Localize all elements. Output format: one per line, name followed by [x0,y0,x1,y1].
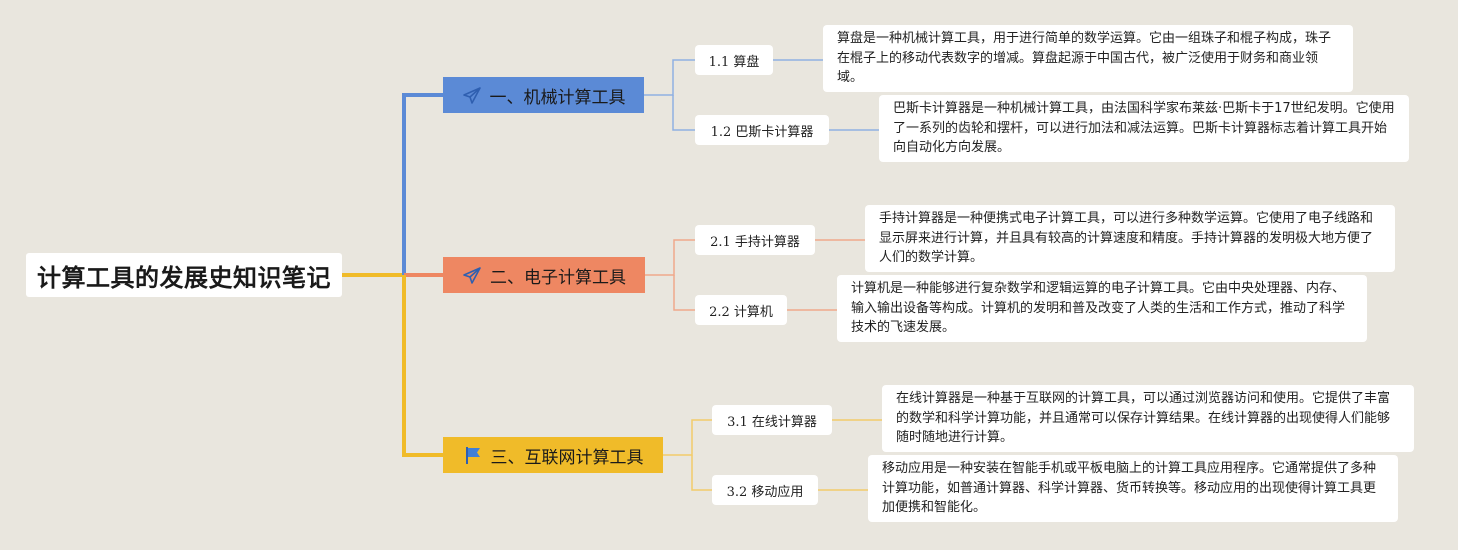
topic-handheld-calculator[interactable]: 2.1 手持计算器 [695,225,815,255]
desc-pascal-calculator[interactable]: 巴斯卡计算器是一种机械计算工具，由法国科学家布莱兹·巴斯卡于17世纪发明。它使用… [879,95,1409,162]
branch-internet-tools[interactable]: 三、互联网计算工具 [443,437,663,473]
paper-plane-icon [462,85,482,105]
root-topic[interactable]: 计算工具的发展史知识笔记 [26,253,342,297]
desc-mobile-app[interactable]: 移动应用是一种安装在智能手机或平板电脑上的计算工具应用程序。它通常提供了多种计算… [868,455,1398,522]
connector-b3-t1 [663,419,712,456]
topic-mobile-app[interactable]: 3.2 移动应用 [712,475,818,505]
connector-root-branch-1 [402,93,443,275]
branch3-connectors [663,419,882,491]
branch-label: 一、机械计算工具 [489,87,626,108]
branch1-connectors [644,59,879,131]
connector-root-branch-3 [402,275,443,457]
connector-b2-t2 [673,275,695,311]
topic-pascal-calculator[interactable]: 1.2 巴斯卡计算器 [695,115,829,145]
flag-icon [463,445,483,465]
branch-label: 三、互联网计算工具 [490,447,644,468]
connector-b1-t2 [672,95,695,131]
desc-online-calculator[interactable]: 在线计算器是一种基于互联网的计算工具，可以通过浏览器访问和使用。它提供了丰富的数… [882,385,1414,452]
topic-abacus[interactable]: 1.1 算盘 [695,45,773,75]
branch-label: 二、电子计算工具 [490,267,626,288]
branch-mechanical-tools[interactable]: 一、机械计算工具 [443,77,644,113]
branch2-connectors [645,239,865,311]
desc-handheld-calculator[interactable]: 手持计算器是一种便携式电子计算工具，可以进行多种数学运算。它使用了电子线路和显示… [865,205,1395,272]
connector-b3-t2 [691,455,712,491]
topic-computer[interactable]: 2.2 计算机 [695,295,787,325]
connector-b2-t1 [645,239,695,276]
root-connectors [342,93,443,457]
paper-plane-icon [462,265,482,285]
connector-b1-t1 [644,59,695,96]
branch-electronic-tools[interactable]: 二、电子计算工具 [443,257,645,293]
topic-online-calculator[interactable]: 3.1 在线计算器 [712,405,832,435]
desc-abacus[interactable]: 算盘是一种机械计算工具，用于进行简单的数学运算。它由一组珠子和棍子构成，珠子在棍… [823,25,1353,92]
desc-computer[interactable]: 计算机是一种能够进行复杂数学和逻辑运算的电子计算工具。它由中央处理器、内存、输入… [837,275,1367,342]
